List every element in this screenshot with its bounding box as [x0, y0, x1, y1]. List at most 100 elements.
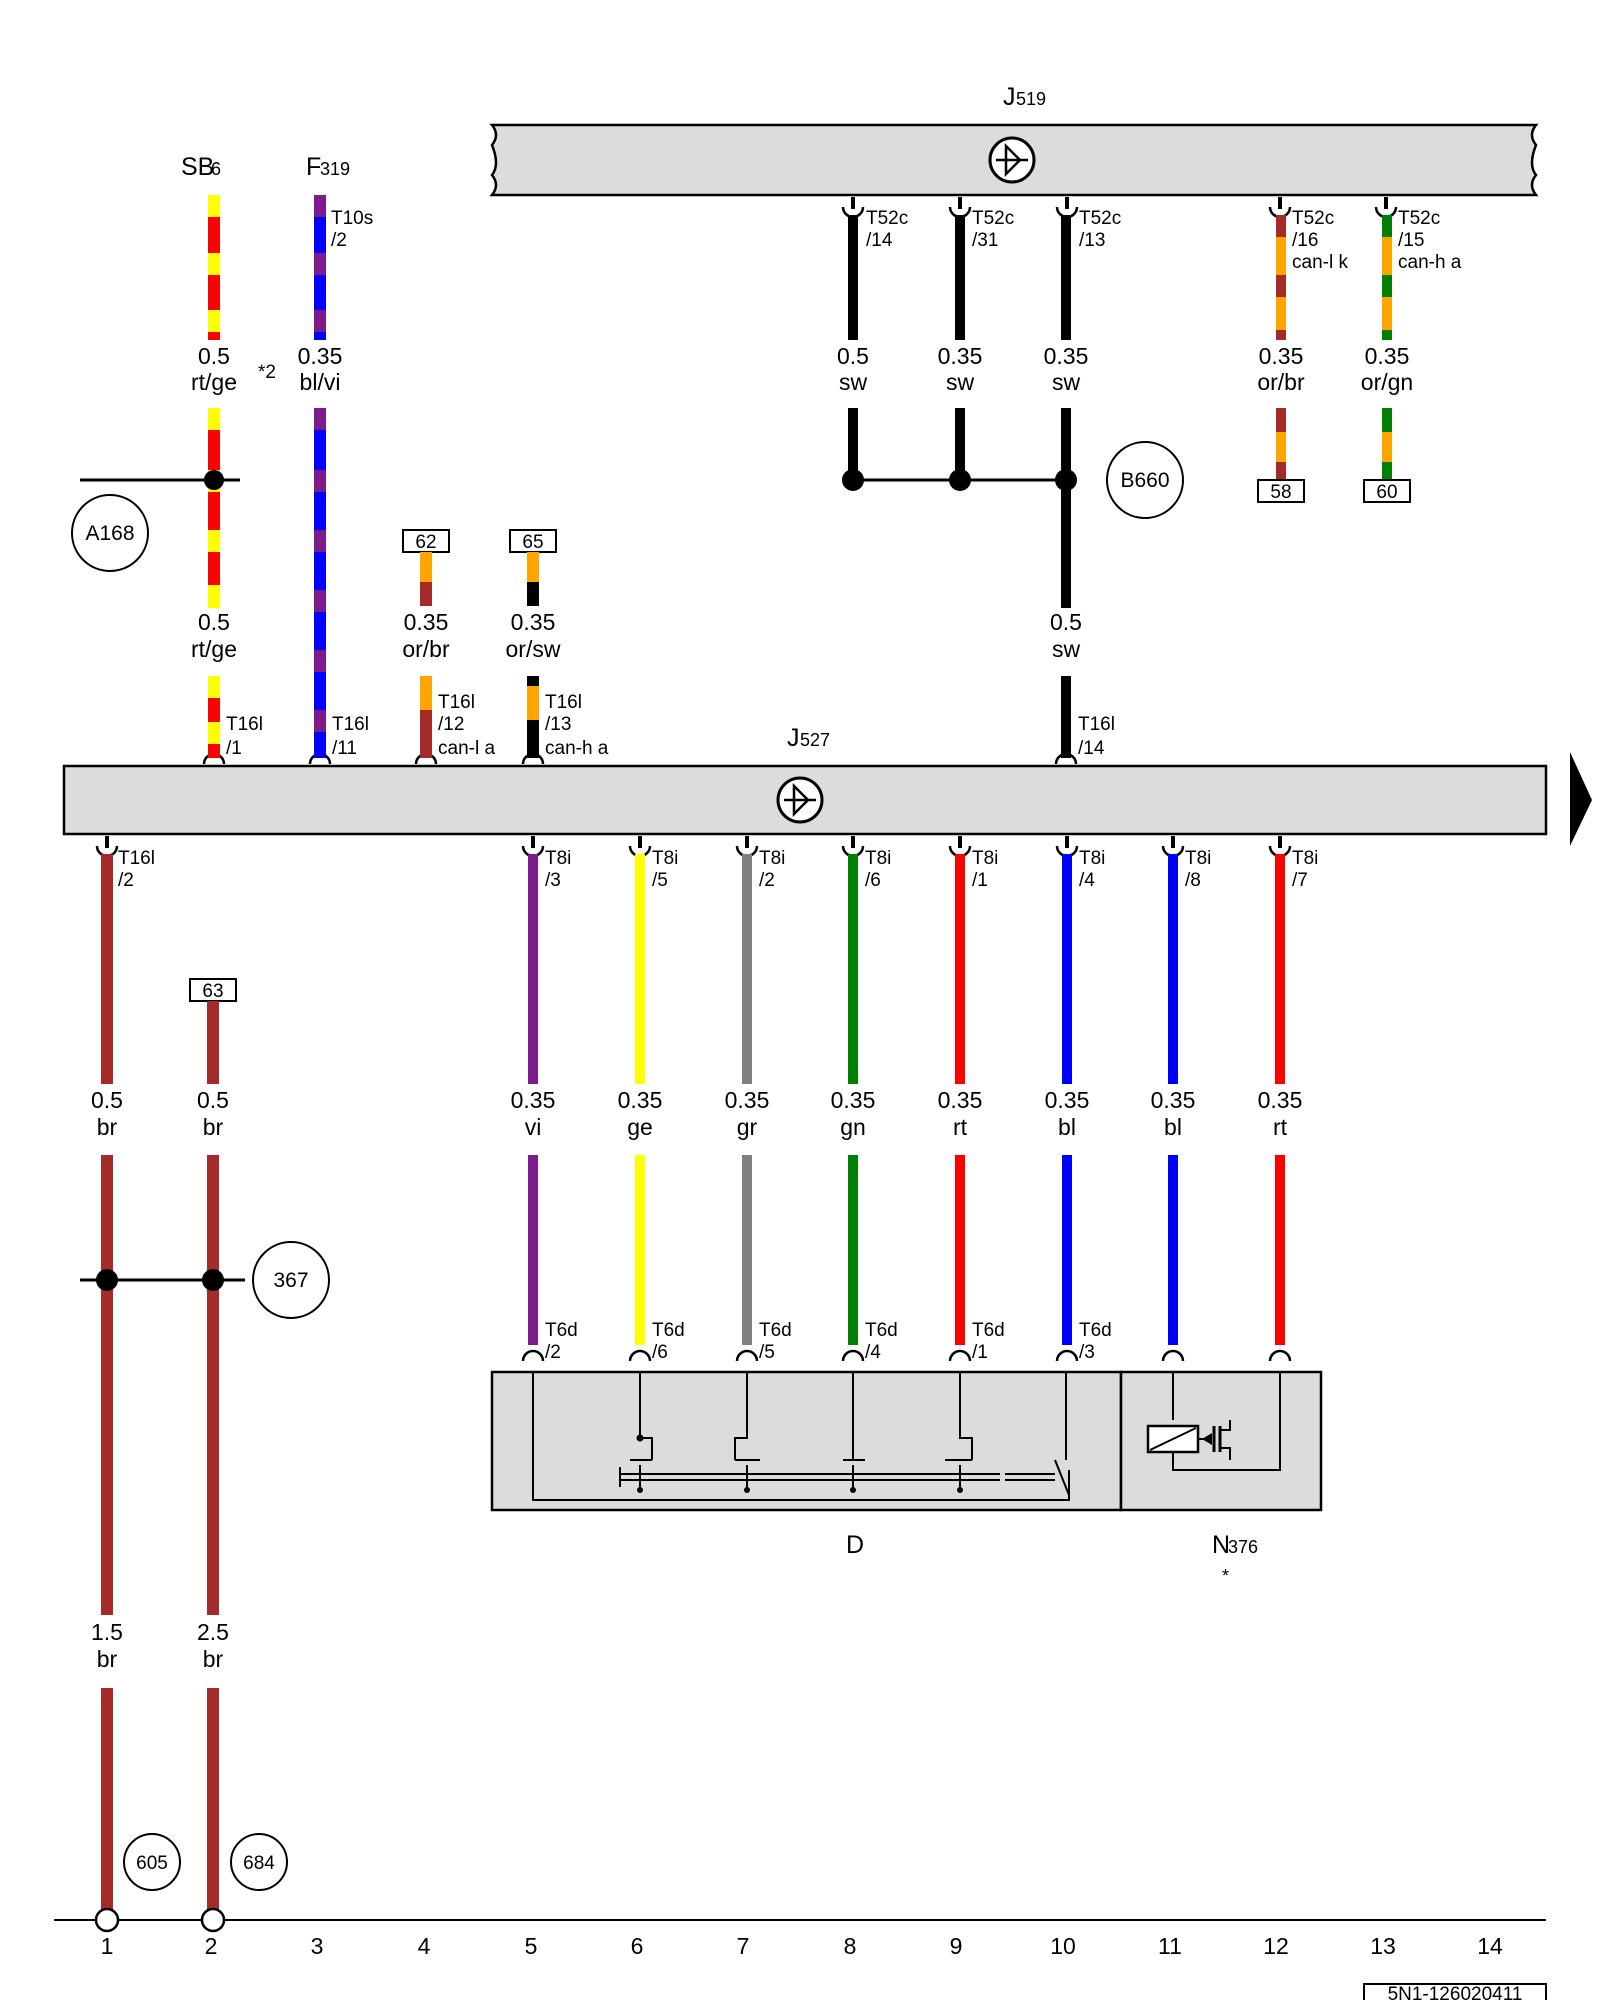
j519-pin-4: T52c [1292, 208, 1334, 229]
t8i-pin-2: T8i [652, 848, 678, 869]
column-number-14: 14 [1477, 1933, 1503, 1959]
t8i-8-size: 0.35 [1258, 1087, 1303, 1113]
t8i-pin-1-no: /3 [545, 870, 561, 891]
sb6-label: SB [181, 153, 214, 181]
t8i-pin-3-no: /2 [759, 870, 775, 891]
wire-col1-br [101, 854, 113, 1910]
svg-text:63: 63 [202, 981, 223, 1002]
svg-text:62: 62 [415, 532, 436, 553]
box-62: 62 [402, 529, 450, 553]
continuation-arrow-icon [1570, 752, 1592, 846]
j527-bottom-connectors [95, 845, 1292, 858]
j519-control-unit-icon [988, 136, 1036, 184]
ground-605: 605 [123, 1833, 181, 1891]
t6d-pin-4-no: /4 [865, 1342, 881, 1363]
wire-t8i-3-vi [528, 854, 538, 1345]
column-number-5: 5 [525, 1933, 538, 1959]
column-number-1: 1 [101, 1933, 114, 1959]
col5-pin-no: /13 [545, 714, 571, 735]
sb6-wire-color-lower: rt/ge [191, 636, 237, 662]
column-number-6: 6 [631, 1933, 644, 1959]
j527-label: J [787, 724, 800, 752]
t8i-pin-5: T8i [972, 848, 998, 869]
component-d-ignition-switch [490, 1370, 1123, 1512]
j519-pin-4-signal: can-l k [1292, 252, 1348, 273]
t8i-1-color: vi [525, 1114, 542, 1140]
column-number-7: 7 [737, 1933, 750, 1959]
j519-pin-3: T52c [1079, 208, 1121, 229]
t8i-pin-3: T8i [759, 848, 785, 869]
column-number-13: 13 [1370, 1933, 1396, 1959]
sb6-wire-size-lower: 0.5 [198, 609, 230, 635]
b660-dot-col8 [842, 469, 864, 491]
t8i-3-color: gr [737, 1114, 758, 1140]
t8i-6-size: 0.35 [1045, 1087, 1090, 1113]
wire-col13-or-gn [1382, 215, 1392, 480]
svg-text:60: 60 [1376, 482, 1397, 503]
wire-f319-bl-vi [314, 195, 326, 744]
t8i-2-color: ge [627, 1114, 653, 1140]
f319-pin-no: /11 [332, 738, 357, 759]
j519-pin-2-no: /31 [972, 230, 998, 251]
wire-t8i-5-ge [635, 854, 645, 1345]
col4-pin: T16l [438, 692, 475, 713]
wire-t8i-8-bl [1168, 854, 1178, 1345]
t6d-pin-3-no: /5 [759, 1342, 775, 1363]
splice-367-dot-col2 [202, 1269, 224, 1291]
module-j519: J 519 [489, 83, 1539, 197]
j519-label-sub: 519 [1016, 89, 1046, 109]
col8-wire-size: 0.5 [837, 343, 869, 369]
wire-t8i-4-bl [1062, 854, 1072, 1345]
t6d-pin-1-no: /2 [545, 1342, 561, 1363]
j519-pin-4-no: /16 [1292, 230, 1318, 251]
f319-label: F [306, 153, 321, 181]
sb6-pin-no: /1 [226, 738, 242, 759]
splice-b660: B660 [1106, 441, 1184, 519]
col1-pin: T16l [118, 848, 155, 869]
box-65: 65 [509, 529, 557, 553]
t8i-pin-4: T8i [865, 848, 891, 869]
j519-pin-5: T52c [1398, 208, 1440, 229]
svg-text:605: 605 [136, 1853, 168, 1874]
wire-t8i-2-gr [742, 854, 752, 1345]
splice-367: 367 [252, 1241, 330, 1319]
col1-pin-no: /2 [118, 870, 134, 891]
col10-wire-color: sw [1052, 369, 1081, 395]
d-label: D [846, 1531, 864, 1559]
svg-text:65: 65 [522, 532, 543, 553]
j519-pin-1: T52c [866, 208, 908, 229]
col1-wire-size-lower: 1.5 [91, 1619, 123, 1645]
t8i-4-size: 0.35 [831, 1087, 876, 1113]
t6d-pin-6-no: /3 [1079, 1342, 1095, 1363]
svg-text:684: 684 [243, 1853, 275, 1874]
module-j527: J 527 [62, 724, 1592, 846]
svg-text:A168: A168 [85, 522, 134, 545]
col4-pin-no: /12 [438, 714, 464, 735]
j519-pin-1-no: /14 [866, 230, 893, 251]
col12-wire-color: or/br [1257, 369, 1305, 395]
t8i-pin-2-no: /5 [652, 870, 668, 891]
t6d-pin-2: T6d [652, 1320, 685, 1341]
sb6-wire-size: 0.5 [198, 343, 230, 369]
b660-dot-col9 [949, 469, 971, 491]
t8i-pin-5-no: /1 [972, 870, 988, 891]
t8i-2-size: 0.35 [618, 1087, 663, 1113]
wire-col9-sw [955, 215, 965, 480]
t8i-pin-7-no: /8 [1185, 870, 1201, 891]
col1-wire-color-lower: br [97, 1646, 118, 1672]
sb6-pin: T16l [226, 714, 263, 735]
col13-wire-size: 0.35 [1365, 343, 1410, 369]
col1-wire-color: br [97, 1114, 118, 1140]
t6d-pin-6: T6d [1079, 1320, 1112, 1341]
f319-label-sub: 319 [320, 159, 350, 179]
t8i-pin-8: T8i [1292, 848, 1318, 869]
f319-wire-size: 0.35 [298, 343, 343, 369]
col4-wire-color: or/br [402, 636, 450, 662]
wire-col4-or-br [420, 552, 432, 744]
col5-pin: T16l [545, 692, 582, 713]
t6d-pin-3: T6d [759, 1320, 792, 1341]
j527-top-connector-stems [208, 676, 1071, 758]
j527-control-unit-icon [776, 776, 824, 824]
splice-a168-dot [204, 470, 224, 490]
